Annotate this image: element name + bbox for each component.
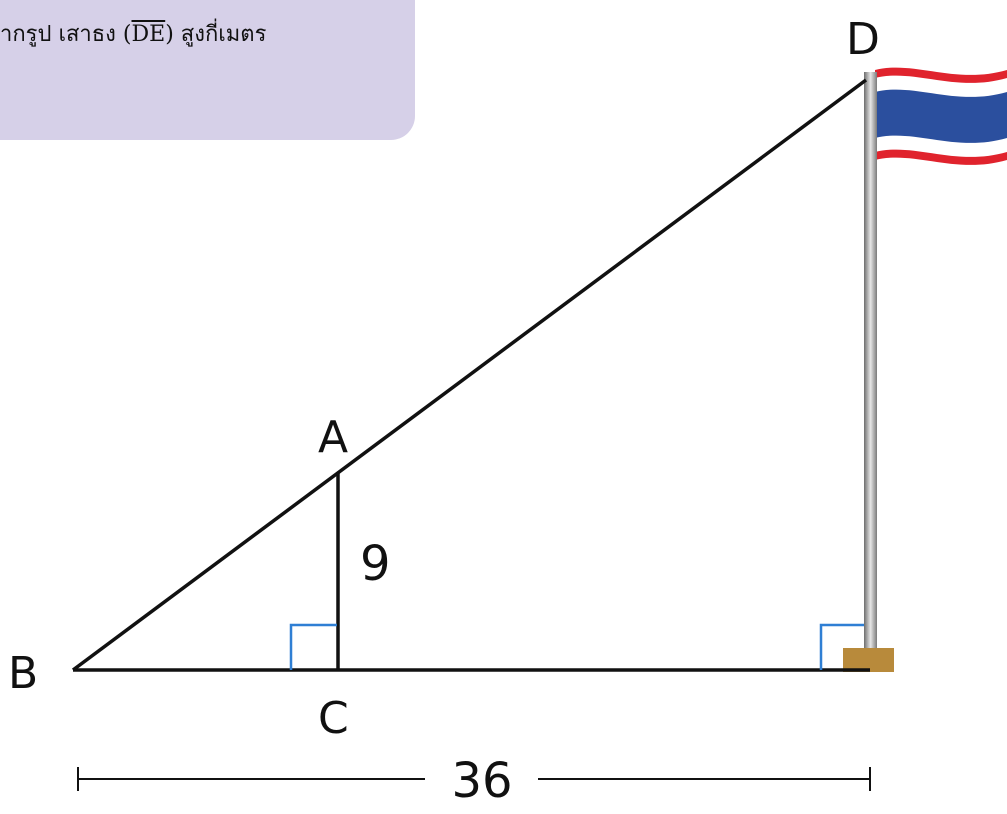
question-suffix: ) สูงกี่เมตร [165, 22, 267, 47]
question-prefix: ากรูป เสาธง ( [0, 22, 132, 47]
measure-ac: 9 [360, 536, 391, 592]
right-angle-e [819, 623, 864, 670]
bottom-dimension [77, 767, 871, 791]
segment-de: DE [131, 22, 166, 47]
measure-bottom: 36 [451, 753, 512, 809]
question-box: ากรูป เสาธง (DE) สูงกี่เมตร [0, 0, 415, 140]
thai-flag-icon [875, 67, 1007, 165]
label-a: A [318, 412, 348, 463]
flag-pole [864, 72, 877, 650]
right-angle-c [289, 623, 337, 670]
pole-base [843, 648, 894, 672]
label-b: B [8, 648, 38, 699]
label-d: D [846, 14, 880, 65]
question-text: ากรูป เสาธง (DE) สูงกี่เมตร [0, 16, 266, 51]
line-bd [71, 78, 868, 672]
label-c: C [318, 693, 349, 744]
